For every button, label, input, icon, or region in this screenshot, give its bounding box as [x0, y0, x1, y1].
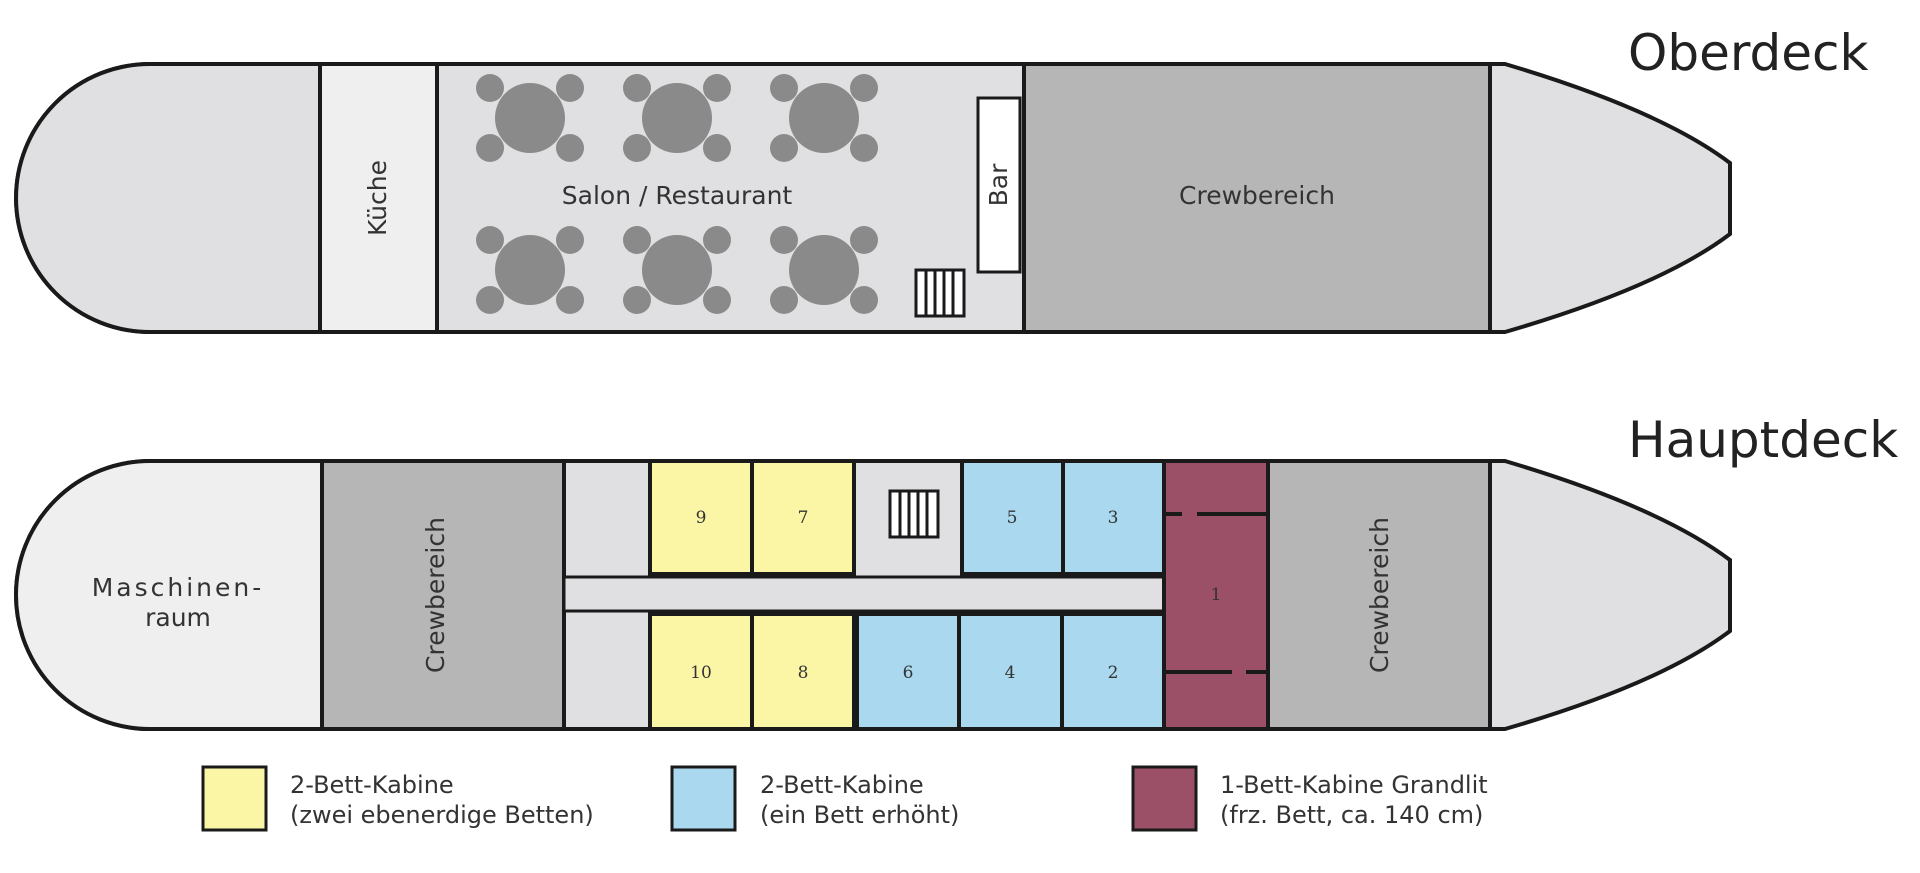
cabin-7-number: 7 — [798, 508, 809, 528]
legend-item: 2-Bett-Kabine (ein Bett erhöht) — [670, 765, 959, 832]
legend-sublabel: (ein Bett erhöht) — [760, 801, 959, 829]
oberdeck-stern — [14, 62, 322, 334]
legend-sublabel: (zwei ebenerdige Betten) — [290, 801, 594, 829]
cabin-3-number: 3 — [1108, 508, 1119, 528]
bar-counter — [976, 96, 1022, 274]
cabin-5-number: 5 — [1007, 508, 1018, 528]
cabin-3 — [1061, 459, 1166, 576]
crew-room-right — [1266, 459, 1492, 731]
cabin-4-number: 4 — [1005, 663, 1016, 683]
oberdeck-title: Oberdeck — [1628, 24, 1869, 82]
cabin-9 — [648, 459, 754, 576]
table-group — [623, 226, 731, 314]
cabin-2 — [1060, 612, 1166, 731]
oberdeck: Oberdeck Küche Salon / Restaurant — [14, 24, 1869, 334]
cabin-8 — [750, 612, 856, 731]
crew-label-left: Crewbereich — [421, 517, 450, 673]
cabin-5 — [960, 459, 1065, 576]
hauptdeck-title: Hauptdeck — [1628, 411, 1898, 469]
cabin-8-number: 8 — [798, 663, 809, 683]
cabin-1 — [1162, 459, 1270, 731]
hauptdeck: Hauptdeck Maschinen- raum Crewbereich 9 … — [14, 411, 1898, 731]
legend-item: 2-Bett-Kabine (zwei ebenerdige Betten) — [201, 765, 594, 832]
crew-label-oberdeck: Crewbereich — [1179, 181, 1335, 210]
legend-label: 1-Bett-Kabine Grandlit — [1220, 771, 1488, 799]
stairs-icon — [888, 489, 940, 539]
kueche-label: Küche — [363, 160, 392, 236]
cabin-10-number: 10 — [690, 663, 712, 683]
table-group — [770, 74, 878, 162]
legend-swatch-maroon — [1131, 765, 1198, 832]
crew-room-oberdeck — [1022, 62, 1492, 334]
salon-label: Salon / Restaurant — [562, 181, 793, 210]
cabin-7 — [750, 459, 856, 576]
cabin-2-number: 2 — [1108, 663, 1119, 683]
legend-swatch-yellow — [201, 765, 268, 832]
legend-item: 1-Bett-Kabine Grandlit (frz. Bett, ca. 1… — [1131, 765, 1488, 832]
table-group — [623, 74, 731, 162]
cabin-9-number: 9 — [696, 508, 707, 528]
stairs-icon — [914, 268, 966, 318]
cabin-4 — [957, 612, 1064, 731]
cabin-6-number: 6 — [903, 663, 914, 683]
legend-swatch-blue — [670, 765, 737, 832]
legend-sublabel: (frz. Bett, ca. 140 cm) — [1220, 801, 1483, 829]
maschinenraum-label-1: Maschinen- — [92, 573, 265, 602]
maschinenraum-label-2: raum — [145, 603, 211, 632]
table-group — [476, 226, 584, 314]
cabin-1-number: 1 — [1211, 585, 1222, 605]
crew-room-left — [320, 459, 566, 731]
maschinenraum-room — [14, 459, 324, 731]
table-group — [770, 226, 878, 314]
legend: 2-Bett-Kabine (zwei ebenerdige Betten) 2… — [201, 765, 1488, 832]
bar-label: Bar — [984, 163, 1013, 206]
crew-label-right: Crewbereich — [1365, 517, 1394, 673]
legend-label: 2-Bett-Kabine — [760, 771, 924, 799]
table-group — [476, 74, 584, 162]
corridor — [562, 575, 1166, 613]
legend-label: 2-Bett-Kabine — [290, 771, 454, 799]
